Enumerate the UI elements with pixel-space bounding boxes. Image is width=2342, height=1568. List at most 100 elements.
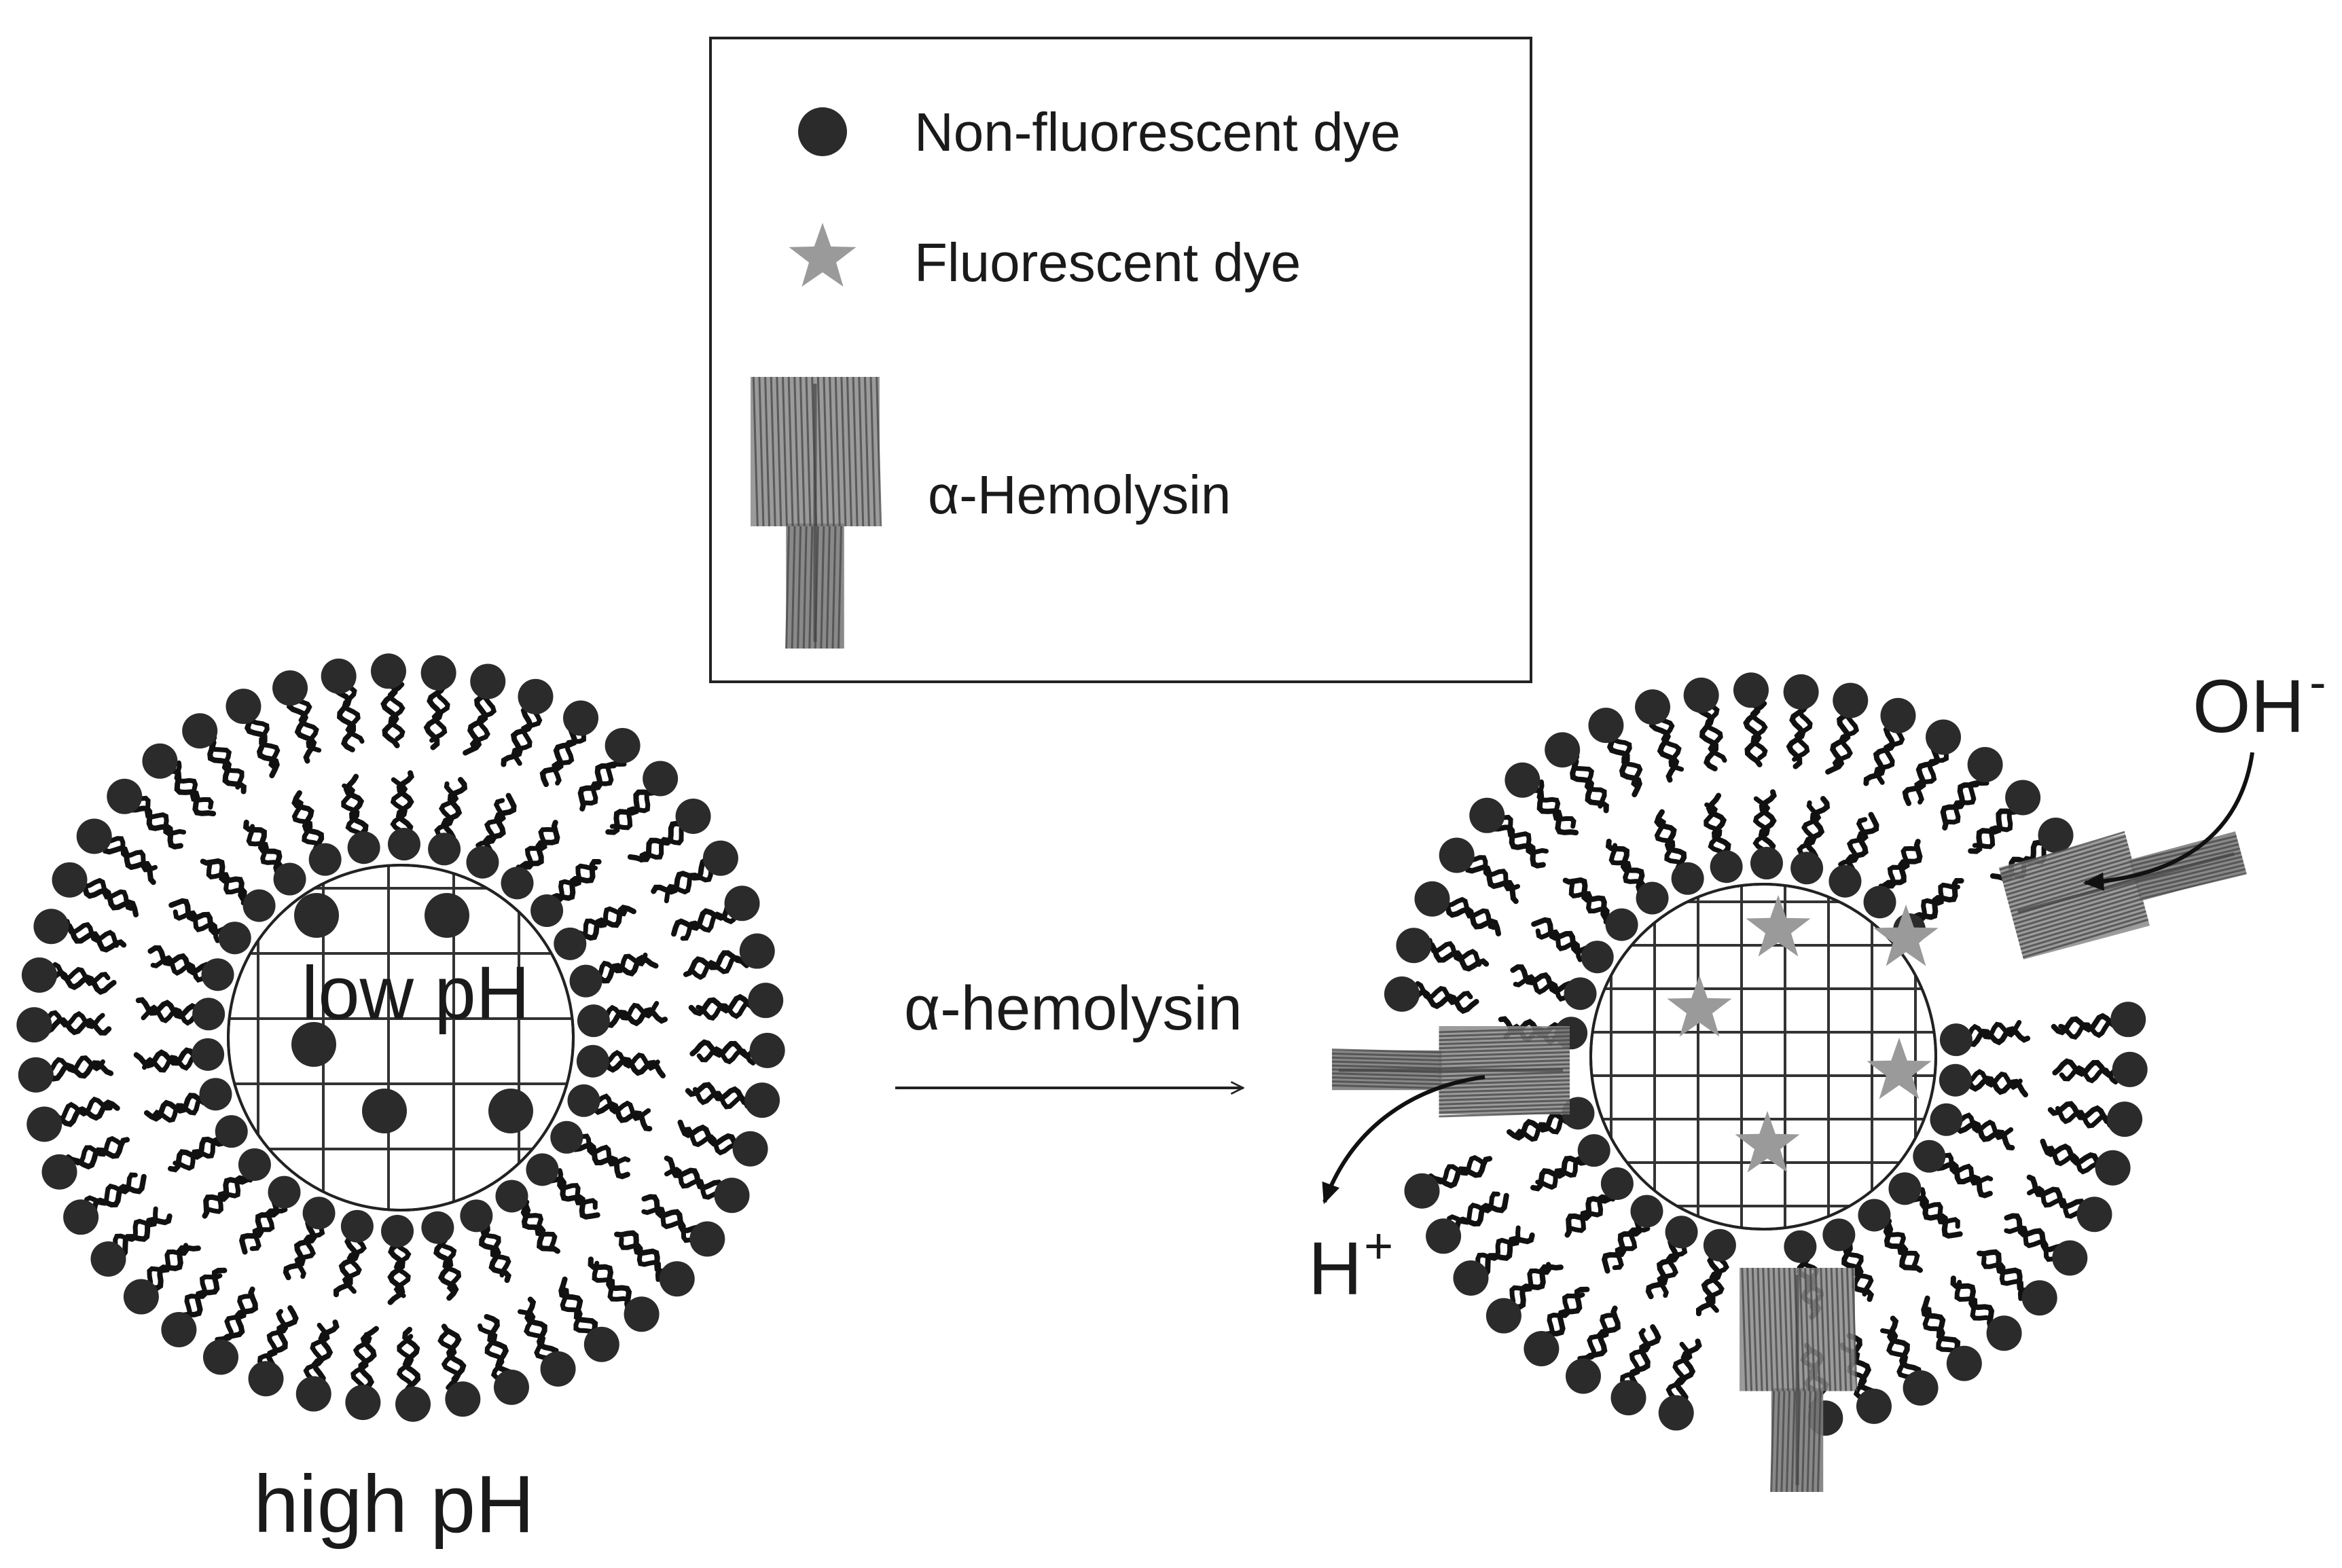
lipid-tail [1704,704,1727,763]
lipid-tail [1880,1328,1914,1380]
lipid-tail [511,708,543,766]
lipid-head [1384,976,1420,1012]
lipid-tail [1943,1152,1994,1186]
hemolysin-pore-shape [751,376,882,649]
lipid-head [1784,1230,1817,1263]
lipid-tail [1620,1328,1651,1383]
lipid-tail [560,1286,596,1336]
lipid-head [1930,1103,1963,1136]
lipid-tail [294,1226,325,1279]
lipid-tail [696,1000,755,1021]
lipid-tail [147,1243,189,1289]
lipid-tail [696,1046,756,1065]
lipid-head [495,1180,528,1213]
lipid-tail [54,1096,113,1123]
lipid-tail [45,1017,112,1036]
lipid-head [2021,1280,2057,1316]
hemolysin-pore [1740,1267,1858,1493]
lipid-tail [604,1001,660,1021]
lipid-tail [664,867,714,904]
lipid-tail [1515,1114,1568,1142]
lipid-tail [205,1175,253,1214]
lipid-tail [627,820,686,862]
lipid-head [273,862,306,896]
lipid-head [1636,881,1669,915]
lipid-head [748,983,784,1019]
non-fluorescent-dye-icon [798,107,847,156]
lipid-tail [1873,727,1905,785]
lipid-tail [677,1119,740,1151]
lipid-tail [387,682,406,742]
lipid-head [1710,850,1743,883]
lipid-head [18,1057,54,1093]
right-fluorescent-stars [1667,895,1939,1173]
lipid-tail [1427,938,1481,967]
lipid-tail [2040,1138,2102,1170]
lipid-tail [583,761,627,806]
proton-symbol: H [1308,1227,1362,1311]
lipid-head [1426,1218,1462,1254]
lipid-tail [429,685,450,743]
lipid-tail [342,1237,367,1294]
lipid-tail [1610,734,1643,788]
lipid-tail [1443,896,1496,930]
hemolysin-pore [1998,831,2247,960]
lipid-head [1939,1023,1972,1057]
lipid-tail [469,692,497,750]
lipid-head [107,778,143,814]
lipid-head [1858,1199,1891,1232]
lipid-head [563,700,599,736]
lipid-head [21,957,57,993]
lipid-tail [1843,1243,1874,1297]
lipid-tail [257,1309,289,1364]
lipid-tail [592,1260,632,1311]
lipid-head [1588,708,1624,744]
lipid-tail [1577,1313,1616,1361]
hemolysin-pore-icon [751,376,882,649]
lipid-tail [552,733,586,786]
lipid-head [1926,719,1962,755]
lipid-tail [248,715,281,769]
lipid-tail [1863,723,1896,786]
lipid-tail [1568,1194,1616,1233]
lipid-head [1665,1216,1698,1249]
lipid-head [202,1339,238,1375]
lipid-tail [174,760,214,810]
lipid-tail [148,1245,201,1291]
legend-label-fluorescent: Fluorescent dye [914,232,1301,293]
lipid-head [445,1381,481,1417]
lipid-tail [689,955,749,981]
lipid-head [1888,1172,1922,1205]
lipid-head [1733,672,1769,708]
lipid-tail [1704,1256,1729,1313]
lipid-tail [120,1213,173,1258]
lipid-tail [1475,1225,1521,1267]
lipid-tail [52,962,111,987]
lipid-tail [173,909,220,943]
lipid-head [1939,1063,1972,1097]
lipid-head [1524,1331,1560,1367]
lipid-head [526,1153,559,1186]
lipid-head [714,1178,750,1214]
lipid-head [576,1044,609,1078]
lipid-tail [609,789,657,831]
lipid-tail [1972,808,2020,850]
fluorescent-star [1873,905,1939,966]
lipid-tail [266,1305,299,1370]
lipid-tail [1543,1292,1585,1338]
lipid-head [569,964,602,998]
lipid-tail [101,843,156,886]
lipid-tail [1883,1218,1920,1269]
lipid-tail [249,1207,288,1252]
lipid-head [268,1175,301,1209]
lipid-tail [1511,1264,1564,1310]
lipid-tail [1608,843,1646,892]
lipid-tail [141,1004,198,1026]
lipid-head [272,670,308,706]
lipid-tail [557,1168,598,1210]
lipid-head [732,1131,768,1167]
lipid-tail [138,795,186,837]
lipid-tail [1825,711,1852,775]
legend-frame [709,37,1532,683]
lipid-tail [463,692,490,756]
